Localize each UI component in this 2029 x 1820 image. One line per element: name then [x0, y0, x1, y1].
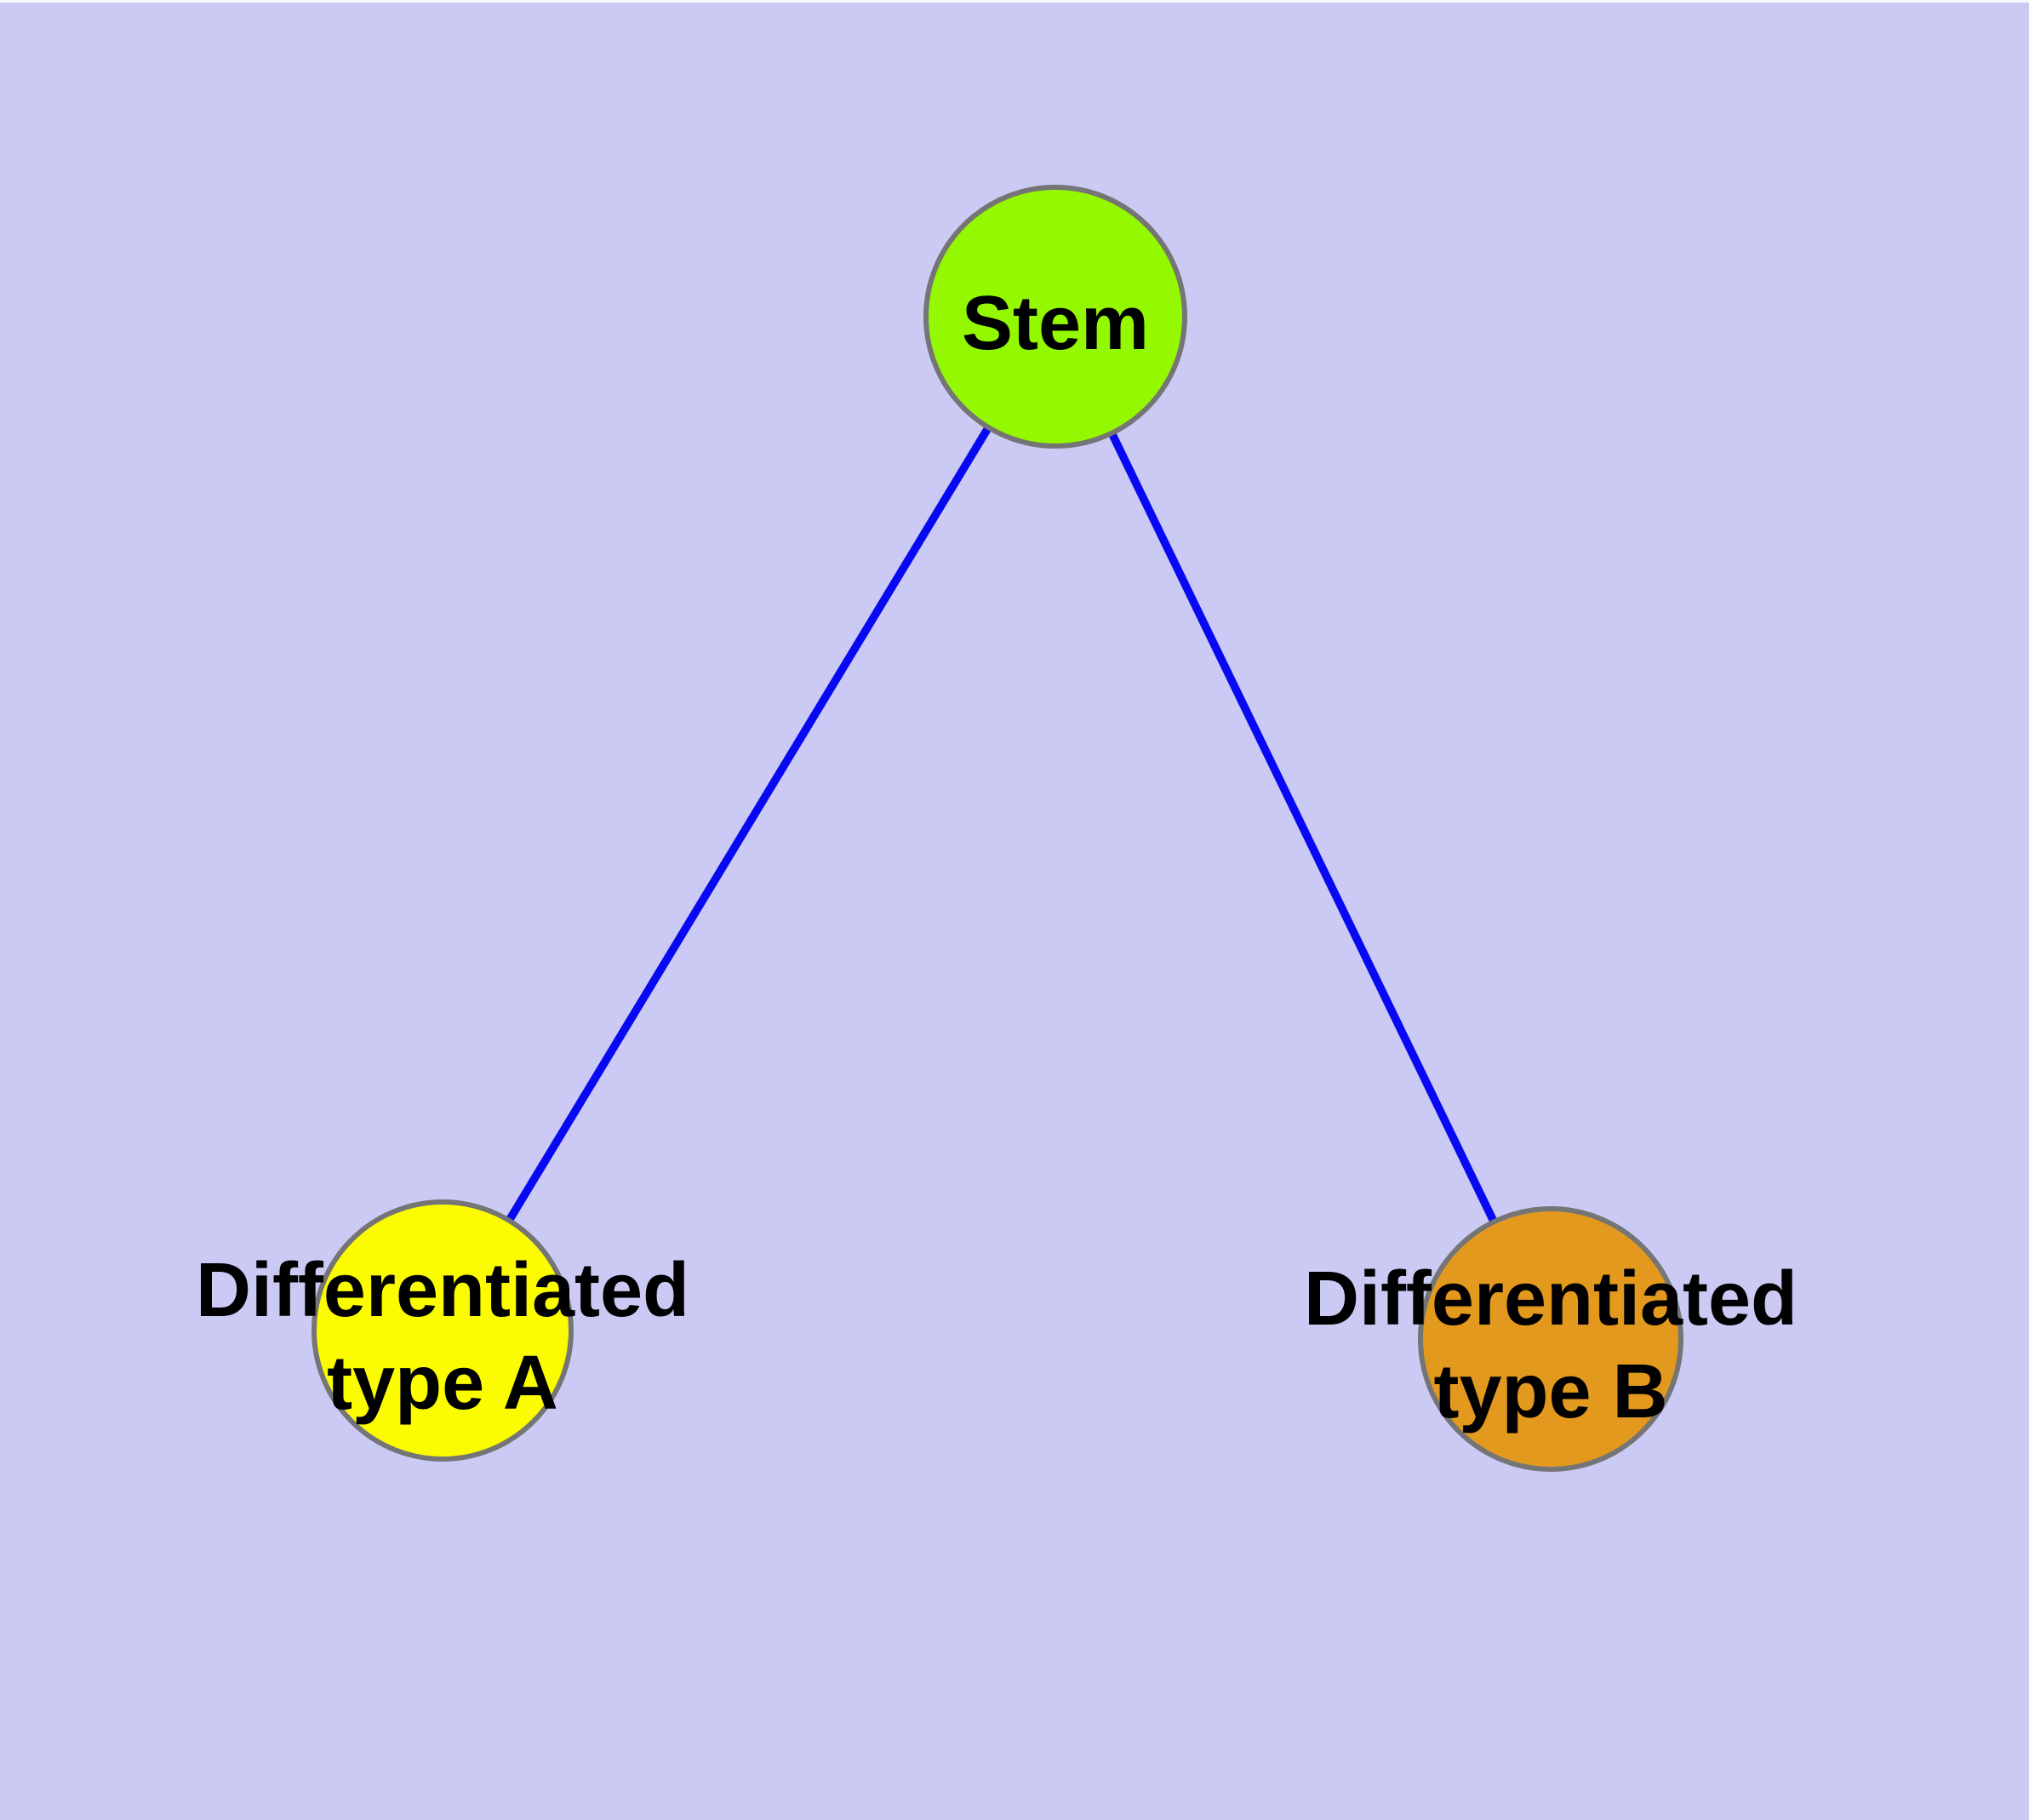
- node-differentiated-type-b-label-line-1: Differentiated: [1304, 1256, 1798, 1342]
- node-stem-label-line-1: Stem: [962, 281, 1149, 366]
- node-stem: [923, 185, 1187, 449]
- node-differentiated-type-b-label-line-2: type B: [1433, 1349, 1667, 1434]
- edge-stem-to-differentiated-type-b: [1051, 314, 1555, 1342]
- node-differentiated-type-b: [1418, 1206, 1683, 1472]
- node-differentiated-type-a-label-line-1: Differentiated: [196, 1248, 689, 1333]
- node-differentiated-type-a: [311, 1199, 574, 1462]
- edge-stem-to-differentiated-type-a: [438, 314, 1060, 1333]
- node-differentiated-type-a-label-line-2: type A: [327, 1341, 558, 1426]
